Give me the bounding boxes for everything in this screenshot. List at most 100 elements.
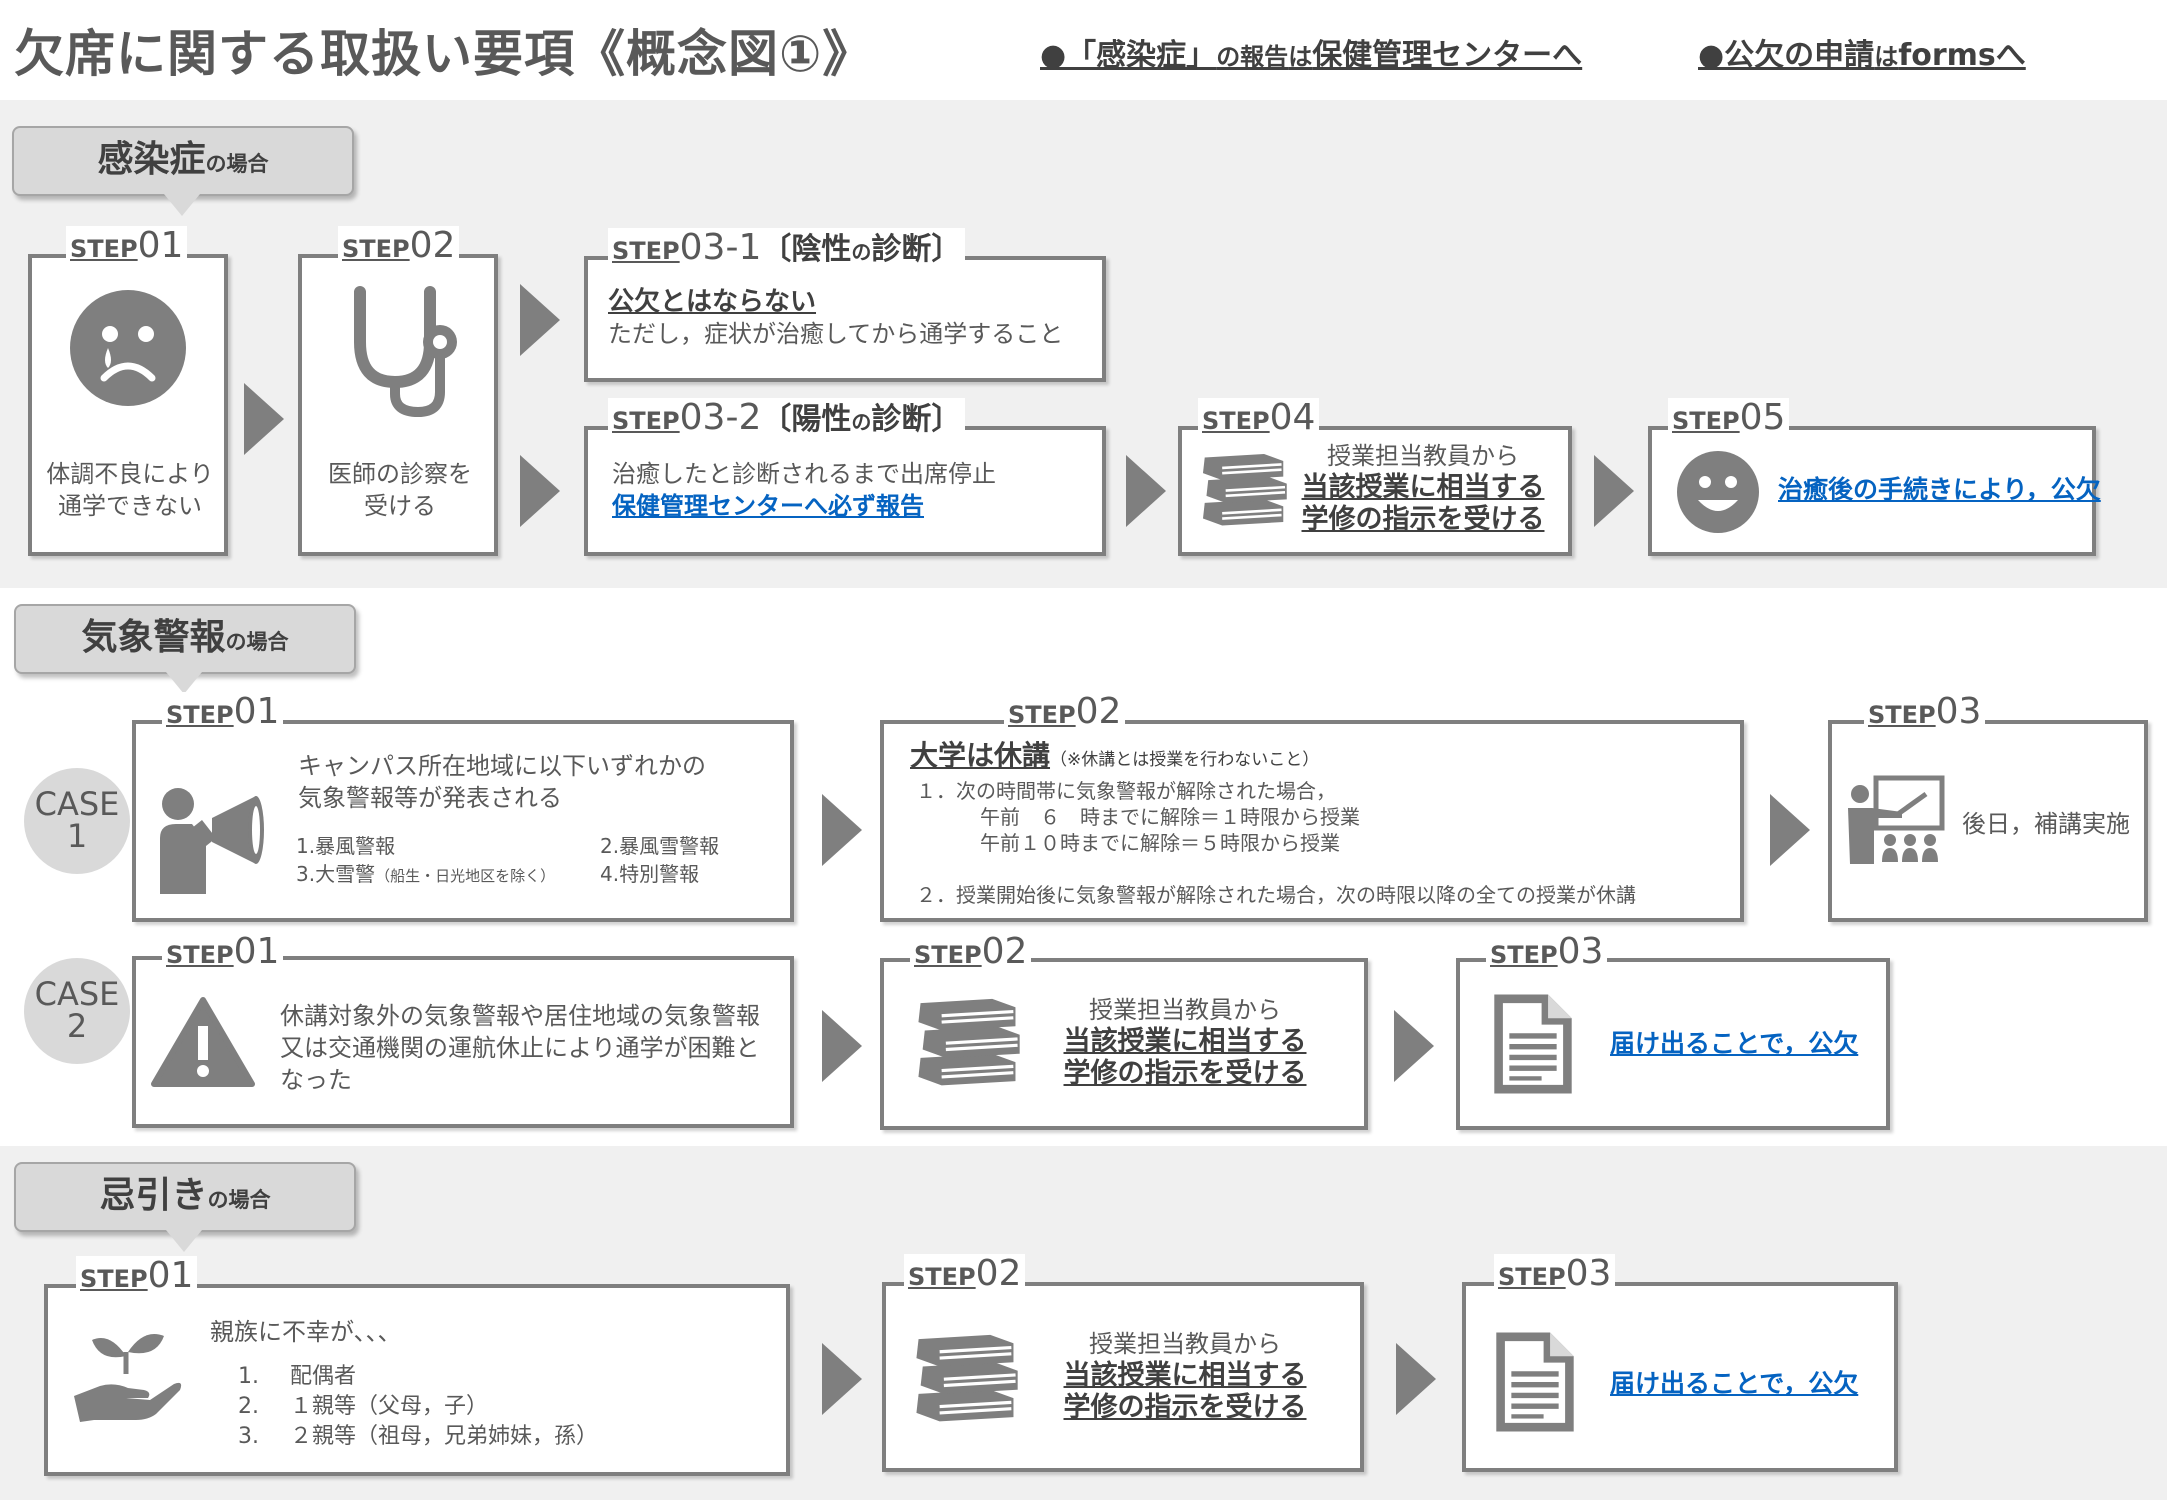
flow-arrow <box>822 1010 862 1082</box>
mourning-step01-label: STEP01 <box>76 1255 198 1299</box>
step-num: 01 <box>233 691 280 732</box>
excused-after-procedure-link[interactable]: 治癒後の手続きにより，公欠 <box>1778 474 2101 506</box>
absence-forms-link-rest: formsへ <box>1898 38 2026 73</box>
warning-item-3-note: （船生・日光地区を除く） <box>375 867 556 885</box>
case1-step03-text: 後日，補講実施 <box>1962 810 2130 838</box>
university-closed-heading: 大学は休講 <box>910 739 1051 772</box>
case1-step03-label: STEP03 <box>1864 691 1986 735</box>
mourning-step02-line2: 当該授業に相当する <box>1063 1360 1307 1391</box>
step-num: 03 <box>1935 691 1982 732</box>
relative-item: 3. ２親等（祖母，兄弟姉妹，孫） <box>238 1422 598 1452</box>
case2-step02-box <box>880 958 1368 1130</box>
case1-step02-line2: 午前 ６ 時までに解除＝１時限から授業 <box>980 805 1360 829</box>
infection-step02-label: STEP02 <box>338 226 460 269</box>
mourning-step03-label: STEP03 <box>1494 1253 1616 1297</box>
not-excused-text: 公欠とはならない <box>608 287 817 317</box>
case2-step03-label: STEP03 <box>1486 932 1608 975</box>
case1-label2: 1 <box>66 817 88 855</box>
absence-forms-link[interactable]: ●公欠の申請はformsへ <box>1698 30 2026 74</box>
bracket-open: 〔 <box>761 232 792 267</box>
step-word: STEP <box>1498 1263 1566 1291</box>
health-center-report-link[interactable]: 保健管理センターへ必ず報告 <box>612 490 924 522</box>
case1-step01-line1: キャンパス所在地域に以下いずれかの <box>298 752 706 780</box>
mourning-step02-label: STEP02 <box>904 1253 1026 1297</box>
step-word: STEP <box>612 237 680 265</box>
case2-step01-line1: 休講対象外の気象警報や居住地域の気象警報 <box>280 1002 760 1030</box>
flow-arrow <box>520 284 560 356</box>
flow-arrow <box>1770 794 1810 866</box>
step-num: 02 <box>1075 691 1122 732</box>
infection-report-link[interactable]: ●「感染症」の報告は保健管理センターへ <box>1040 30 1582 74</box>
case2-label1: CASE <box>34 975 120 1013</box>
step-num: 01 <box>147 1255 194 1296</box>
step-word: STEP <box>166 941 234 969</box>
mourning-excused-link[interactable]: 届け出ることで，公欠 <box>1610 1368 1858 1400</box>
infection-step03-2-line1: 治癒したと診断されるまで出席停止 <box>612 460 996 488</box>
smile-face-icon <box>1677 451 1759 533</box>
step-word: STEP <box>166 701 234 729</box>
positive-label-small: の <box>851 410 872 434</box>
flow-arrow <box>1126 455 1166 527</box>
step-num: 02 <box>975 1253 1022 1294</box>
case1-step02-line1: １．次の時間帯に気象警報が解除された場合， <box>916 779 1336 803</box>
infection-step04-line1: 授業担当教員から <box>1327 442 1519 470</box>
step-word: STEP <box>80 1265 148 1293</box>
case2-step01-line3: なった <box>280 1066 352 1094</box>
step-num: 03-2 <box>679 397 762 438</box>
flow-arrow <box>1394 1010 1434 1082</box>
teacher-class-icon <box>1848 775 1945 864</box>
case1-step03-box <box>1828 720 2148 922</box>
step-word: STEP <box>70 235 138 263</box>
relative-item-text: １親等（父母，子） <box>290 1394 489 1419</box>
case2-step01-text: 休講対象外の気象警報や居住地域の気象警報 又は交通機関の運航休止により通学が困難… <box>280 1000 760 1096</box>
step-num: 02 <box>981 931 1028 972</box>
step-num: 04 <box>1269 397 1316 438</box>
warning-item-3: 3.大雪警（船生・日光地区を除く） <box>296 860 555 890</box>
infection-step04-text: 授業担当教員から 当該授業に相当する 学修の指示を受ける <box>1292 440 1554 536</box>
page-title: 欠席に関する取扱い要項《概念図①》 <box>14 25 874 83</box>
relative-item-text: 配偶者 <box>290 1364 357 1389</box>
infection-step03-1-line2: ただし，症状が治癒してから通学すること <box>608 320 1064 348</box>
relative-item-num: 3. <box>238 1424 259 1449</box>
step-word: STEP <box>914 941 982 969</box>
mourning-header-pointer <box>166 1230 202 1252</box>
infection-step03-2-box <box>584 426 1106 556</box>
infection-step03-2-label: STEP03-2〔陽性の診断〕 <box>608 397 966 442</box>
positive-label: 陽性 <box>791 402 852 437</box>
case1-badge: CASE 1 <box>24 768 130 874</box>
step-word: STEP <box>1868 701 1936 729</box>
weather-head-small: の場合 <box>225 630 289 654</box>
case1-step02-box <box>880 720 1744 922</box>
negative-label-small: の <box>851 240 872 264</box>
flow-arrow <box>1594 455 1634 527</box>
case1-step02-line3: 午前１０時までに解除＝５時限から授業 <box>980 831 1340 855</box>
infection-step04-box <box>1178 426 1572 556</box>
relative-item: 2.１親等（父母，子） <box>238 1392 598 1422</box>
warning-icon <box>151 997 255 1087</box>
case2-excused-link[interactable]: 届け出ることで，公欠 <box>1610 1028 1858 1060</box>
case1-step02-heading: 大学は休講（※休講とは授業を行わないこと） <box>910 734 1319 774</box>
mourning-step01-box <box>44 1284 790 1476</box>
university-closed-note: （※休講とは授業を行わないこと） <box>1050 750 1320 770</box>
infection-report-link-small2: は <box>1288 43 1313 71</box>
case1-step02-label: STEP02 <box>1004 691 1126 735</box>
positive-label2: 診断 <box>871 402 932 437</box>
case2-label2: 2 <box>66 1007 88 1045</box>
step-word: STEP <box>1490 941 1558 969</box>
negative-label: 陰性 <box>791 232 852 267</box>
relative-item-text: ２親等（祖母，兄弟姉妹，孫） <box>290 1424 599 1449</box>
infection-step01-text: 体調不良により 通学できない <box>32 458 228 522</box>
mourning-step02-line3: 学修の指示を受ける <box>1063 1392 1307 1423</box>
mourning-step01-line1: 親族に不幸が、、、 <box>210 1318 402 1346</box>
mourning-head-small: の場合 <box>207 1188 271 1212</box>
step-num: 03 <box>1565 1253 1612 1294</box>
warning-item-4: 4.特別警報 <box>600 862 700 886</box>
infection-step01-line2: 通学できない <box>58 492 202 520</box>
weather-head-main: 気象警報 <box>81 617 226 658</box>
weather-header-pointer <box>166 672 202 694</box>
infection-step02-line2: 受ける <box>364 492 436 520</box>
infection-report-link-rest: 保健管理センターへ <box>1312 38 1583 73</box>
infection-head-main: 感染症 <box>97 139 206 180</box>
negative-label2: 診断 <box>871 232 932 267</box>
step-num: 05 <box>1739 397 1786 438</box>
